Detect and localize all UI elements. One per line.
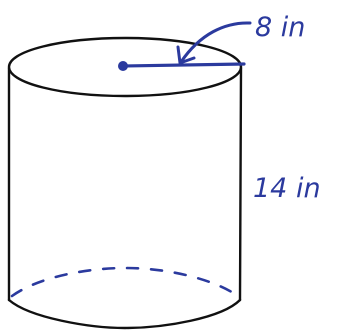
radius-line <box>121 62 246 68</box>
height-label: 14 in <box>253 173 321 204</box>
radius-label: 8 in <box>255 12 305 43</box>
cylinder-right-side <box>238 66 243 302</box>
cylinder-bottom-hidden-edge <box>10 266 240 298</box>
label-arrow-head <box>176 45 196 65</box>
label-arrow <box>179 21 252 64</box>
cylinder-bottom-front-edge <box>7 298 242 330</box>
